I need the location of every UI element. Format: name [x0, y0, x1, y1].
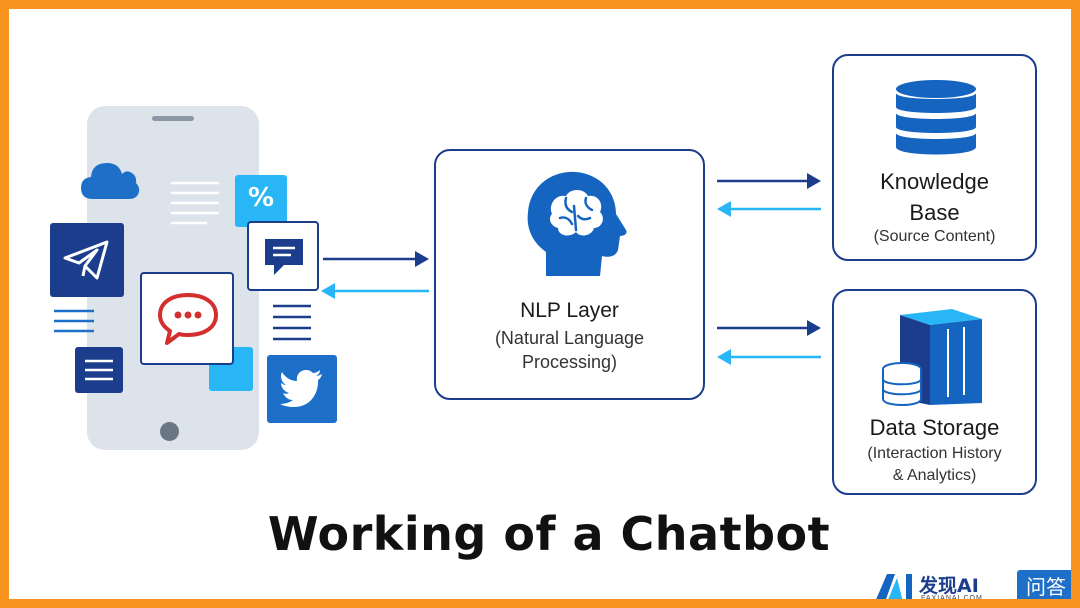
knowledge-base-title-line1: Knowledge [880, 169, 989, 194]
watermark-brand: 发现AI [919, 575, 979, 597]
arrow-to-knowledge [717, 173, 821, 189]
arrow-from-nlp [321, 283, 429, 299]
send-tile [50, 223, 124, 297]
watermark-badge: 问答 [1017, 570, 1071, 599]
diagram-title: Working of a Chatbot [267, 507, 831, 561]
nlp-layer-heading: NLP Layer [520, 299, 619, 322]
data-storage-title: Data Storage [869, 415, 1000, 440]
percent-tile: % [235, 175, 287, 227]
chatbot-tile [140, 272, 234, 365]
phone-speaker [152, 116, 194, 121]
paper-plane-icon [63, 240, 109, 280]
ai-logo-icon [876, 574, 912, 599]
server-storage-icon [882, 309, 982, 406]
knowledge-base-box: Knowledge Base (Source Content) [832, 54, 1037, 261]
data-storage-desc-line1: (Interaction History [867, 445, 1002, 462]
database-icon [896, 80, 976, 155]
message-tile [247, 221, 319, 291]
watermark-domain: FAXIANAI.COM [921, 595, 983, 602]
arrow-to-nlp [323, 251, 429, 267]
brain-head-icon [527, 171, 627, 276]
percent-icon: % [247, 183, 275, 213]
knowledge-base-title-line2: Base [909, 200, 960, 225]
watermark: 发现AI FAXIANAI.COM 问答 [867, 567, 1071, 602]
document-lines-icon [85, 359, 113, 381]
data-storage-box: Data Storage (Interaction History & Anal… [832, 289, 1037, 495]
twitter-tile [267, 355, 337, 423]
chat-bubble-icon [158, 293, 218, 345]
screen-text-lines-icon [171, 181, 219, 225]
chat-message-icon [265, 239, 303, 275]
cloud-icon [81, 163, 140, 199]
nlp-layer-desc-line2: Processing) [521, 352, 618, 372]
arrow-from-storage [717, 349, 821, 365]
knowledge-base-subtitle: (Source Content) [873, 228, 996, 245]
twitter-bird-icon [280, 370, 322, 407]
document-tile [75, 347, 123, 393]
text-lines-icon [273, 304, 311, 341]
arrow-from-knowledge [717, 201, 821, 217]
data-storage-desc-line2: & Analytics) [892, 467, 977, 484]
arrow-to-storage [717, 320, 821, 336]
nlp-layer-desc-line1: (Natural Language [494, 328, 645, 348]
list-lines-icon [54, 309, 94, 333]
nlp-layer-box: NLP Layer (Natural Language Processing) [434, 149, 705, 400]
phone-home-button [160, 422, 179, 441]
